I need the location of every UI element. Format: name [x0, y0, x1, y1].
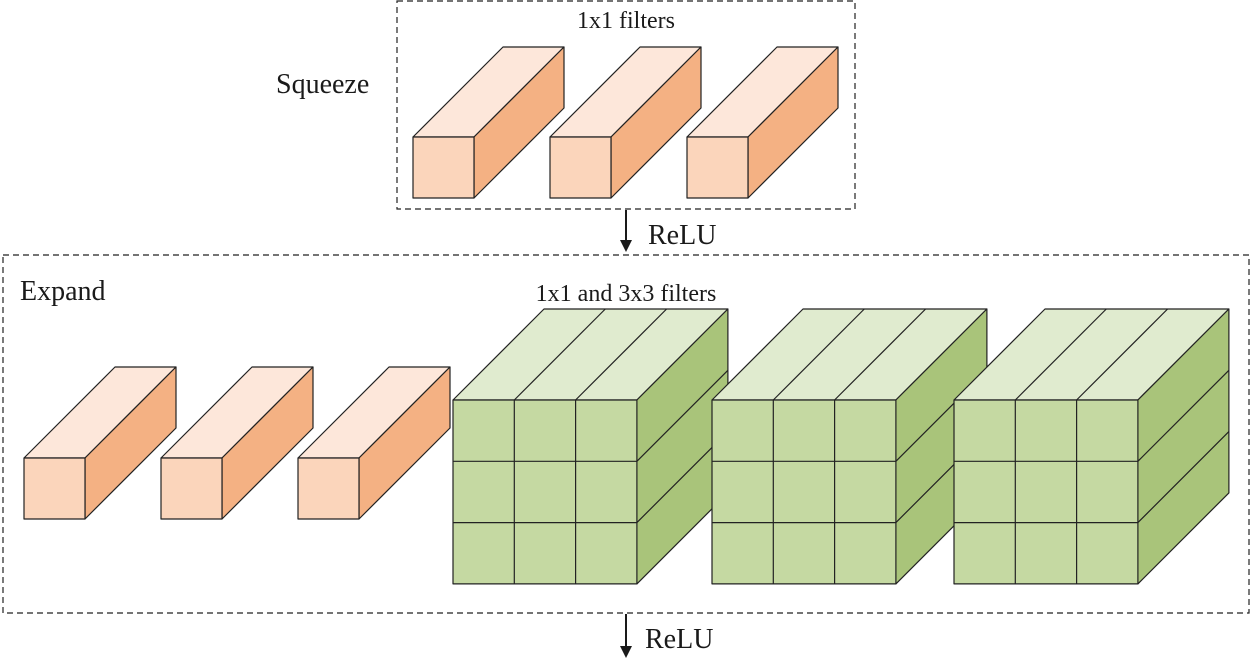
expand-filters-1x1: [23, 366, 451, 520]
top-grid-line: [1014, 308, 1107, 401]
top-grid-line: [513, 308, 606, 401]
squeeze-filter-1x1: [549, 46, 702, 199]
expand-filter-3x3: [953, 308, 1230, 585]
squeeze-filter-1x1: [412, 46, 565, 199]
filter-front-face: [452, 399, 638, 585]
relu-top: ReLU: [620, 210, 716, 252]
relu-bottom-label: ReLU: [645, 624, 713, 655]
filter-front-face: [953, 399, 1139, 585]
expand-filter-3x3: [452, 308, 729, 585]
side-grid-line: [1137, 369, 1230, 462]
squeeze-module: Squeeze 1x1 filters: [276, 0, 856, 210]
expand-filter-1x1: [23, 366, 177, 520]
expand-filter-1x1: [160, 366, 314, 520]
expand-module: Expand 1x1 and 3x3 filters: [2, 254, 1250, 614]
top-grid-line: [834, 308, 927, 401]
expand-box: [2, 254, 1250, 614]
top-grid-line: [575, 308, 668, 401]
squeeze-label: Squeeze: [276, 69, 369, 100]
filter-front-face: [686, 136, 749, 199]
filter-front-face: [297, 457, 360, 520]
filter-front-face: [412, 136, 475, 199]
relu-top-label: ReLU: [648, 220, 716, 251]
filter-front-face: [711, 399, 897, 585]
expand-label: Expand: [20, 276, 106, 307]
side-grid-line: [636, 369, 729, 462]
expand-filter-1x1: [297, 366, 451, 520]
squeeze-filters: [412, 46, 839, 199]
squeeze-filter-1x1: [686, 46, 839, 199]
filter-front-face: [549, 136, 612, 199]
side-grid-line: [1137, 431, 1230, 524]
expand-filter-3x3: [711, 308, 988, 585]
expand-filters-3x3: [452, 308, 1230, 585]
filter-front-face: [160, 457, 223, 520]
relu-bottom: ReLU: [620, 614, 713, 658]
squeeze-box: [396, 0, 856, 210]
top-grid-line: [1076, 308, 1169, 401]
squeeze-filters-label: 1x1 filters: [577, 8, 675, 34]
top-grid-line: [772, 308, 865, 401]
filter-front-face: [23, 457, 86, 520]
expand-filters-label: 1x1 and 3x3 filters: [536, 281, 717, 307]
